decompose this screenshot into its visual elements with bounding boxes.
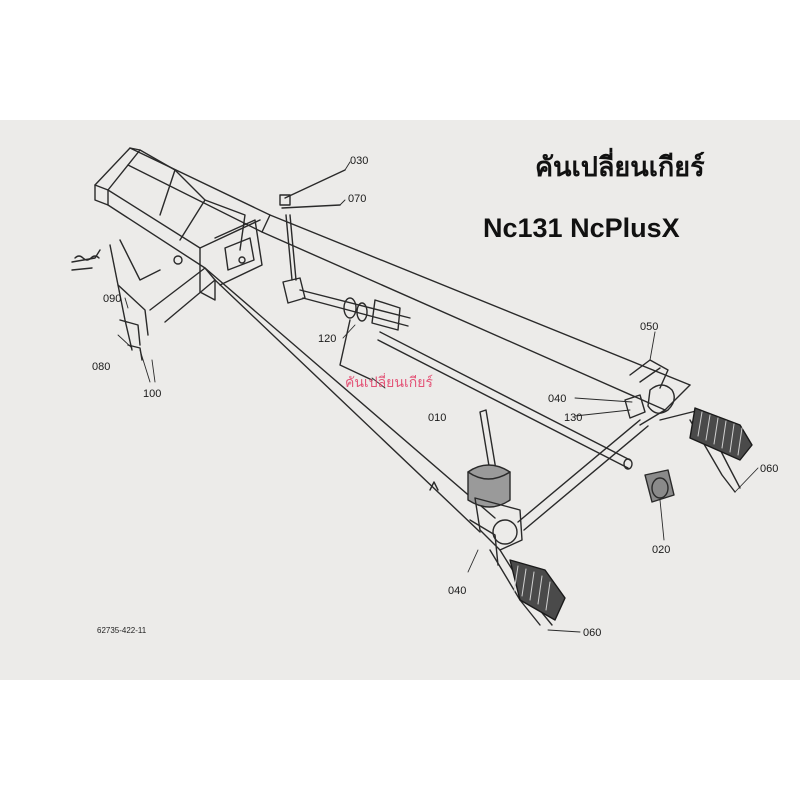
part-label-030: 030 [350, 155, 368, 167]
frame-rails [127, 147, 691, 533]
shift-rod-010 [377, 331, 633, 470]
shift-knob-020 [644, 469, 675, 503]
title-model: Nc131 NcPlusX [483, 213, 680, 243]
part-label-070: 070 [348, 193, 366, 205]
right-grip [689, 407, 753, 461]
part-label-120: 120 [318, 333, 336, 345]
shift-rod-vertical [279, 169, 346, 281]
part-label-100: 100 [143, 388, 161, 400]
watermark-text: คันเปลี่ยนเกียร์ [345, 375, 433, 391]
part-label-090: 090 [103, 293, 121, 305]
leader-lines [117, 161, 759, 633]
drawing-code: 62735-422-11 [97, 626, 147, 635]
part-label-080: 080 [92, 361, 110, 373]
cross-bar [517, 419, 649, 531]
part-label-060-right: 060 [760, 463, 778, 475]
left-grip-ridges [513, 565, 551, 611]
title-thai: คันเปลี่ยนเกียร์ [535, 152, 705, 183]
part-label-020: 020 [652, 544, 670, 556]
right-grip-ridges [697, 411, 743, 456]
part-label-060-left: 060 [583, 627, 601, 639]
right-handle [624, 359, 741, 493]
parts-diagram: 030 070 090 080 100 120 010 050 040 130 … [71, 147, 778, 639]
diagram-sheet: 030 070 090 080 100 120 010 050 040 130 … [0, 120, 800, 680]
part-label-050: 050 [640, 321, 658, 333]
linkage-assembly [71, 244, 149, 361]
rear-frame [94, 147, 263, 301]
part-label-010: 010 [428, 412, 446, 424]
part-label-040-left: 040 [448, 585, 466, 597]
shaft-assembly [282, 277, 411, 381]
left-grip [509, 559, 566, 621]
part-label-040-right: 040 [548, 393, 566, 405]
part-label-130: 130 [564, 412, 582, 424]
